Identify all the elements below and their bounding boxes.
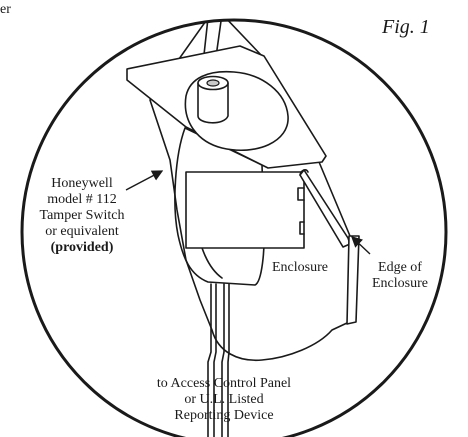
- switch-label: Honeywell model # 112 Tamper Switch or e…: [26, 176, 138, 256]
- switch-body: [174, 127, 265, 286]
- figure-number: Fig. 1: [382, 16, 430, 38]
- wire-left: [207, 283, 212, 437]
- edge-label-line-2: Enclosure: [372, 276, 428, 291]
- switch-label-line-3: Tamper Switch: [39, 208, 125, 223]
- wiring-label-line-3: Reporting Device: [174, 408, 274, 423]
- switch-callout-arrow: [125, 170, 164, 191]
- corner-text: er: [0, 2, 11, 17]
- wire-left-inner: [213, 283, 217, 437]
- edge-callout-arrow: [350, 236, 371, 255]
- plunger-tip: [206, 79, 220, 87]
- edge-label-line-1: Edge of: [378, 260, 422, 275]
- plunger-cylinder: [197, 82, 229, 124]
- bracket-flange: [185, 171, 305, 249]
- wire-right: [221, 283, 225, 437]
- flange-notch: [297, 187, 305, 235]
- enclosure-label: Enclosure: [272, 260, 328, 275]
- edge-label: Edge of Enclosure: [358, 260, 442, 292]
- switch-label-provided: (provided): [50, 240, 114, 255]
- enclosure-edge-rod: [299, 169, 351, 248]
- edge-strip: [346, 235, 360, 325]
- detail-circle: [20, 18, 448, 437]
- wiring-label: to Access Control Panel or U.L. Listed R…: [124, 376, 324, 424]
- wire-right-inner: [227, 283, 230, 437]
- switch-label-line-4: or equivalent: [45, 224, 119, 239]
- enclosure-edge-rod-cap: [299, 169, 309, 176]
- wiring-label-line-2: or U.L. Listed: [184, 392, 264, 407]
- switch-label-line-1: Honeywell: [51, 176, 113, 191]
- switch-label-line-2: model # 112: [47, 192, 117, 207]
- wiring-label-line-1: to Access Control Panel: [156, 376, 292, 391]
